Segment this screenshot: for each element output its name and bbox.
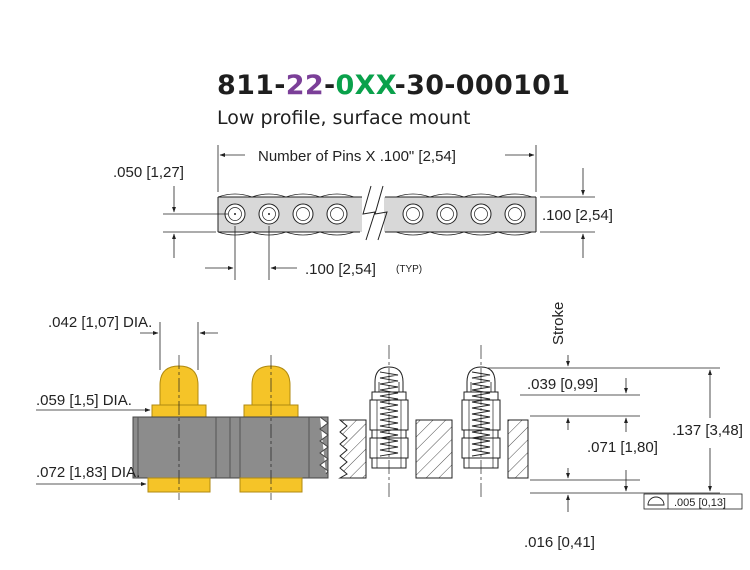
pin-circle bbox=[326, 203, 348, 225]
part-number-title: 811-22-0XX-30-000101 bbox=[217, 70, 570, 101]
dim-137-label: .137 [3,48] bbox=[672, 422, 743, 439]
title-prefix: 811- bbox=[217, 70, 286, 101]
title-count-code: 0XX bbox=[335, 70, 395, 101]
pin-circle bbox=[292, 203, 314, 225]
dim-050-label: .050 [1,27] bbox=[113, 164, 184, 181]
top-view: Number of Pins X .100" [2,54] .050 [1,27… bbox=[113, 145, 613, 280]
side-view-section: Stroke .039 [0,99] .071 [1,80] .137 [3,4… bbox=[338, 302, 743, 551]
title-pin-code: 22 bbox=[285, 70, 324, 101]
pin-circle bbox=[402, 203, 424, 225]
flatness-value: .005 [0,13] bbox=[674, 497, 726, 509]
dim-042-label: .042 [1,07] DIA. bbox=[48, 314, 152, 331]
flatness-tolerance-icon bbox=[647, 496, 665, 506]
dim-016-label: .016 [0,41] bbox=[524, 534, 595, 551]
pin-circle bbox=[504, 203, 526, 225]
dim-059-label: .059 [1,5] DIA. bbox=[36, 392, 132, 409]
pin-circle bbox=[258, 203, 280, 225]
dim-039-label: .039 [0,99] bbox=[527, 376, 598, 393]
pin-circle bbox=[470, 203, 492, 225]
strip-break-icon bbox=[362, 185, 376, 241]
flatness-frame bbox=[643, 493, 743, 510]
subtitle: Low profile, surface mount bbox=[217, 107, 471, 129]
dim-072-label: .072 [1,83] DIA. bbox=[36, 464, 140, 481]
stroke-label: Stroke bbox=[550, 302, 567, 345]
dim-pitch-label: .100 [2,54] bbox=[305, 261, 376, 278]
side-view-left: .042 [1,07] DIA. .059 [1,5] DIA. .072 [1… bbox=[36, 314, 329, 500]
dim-100-height-label: .100 [2,54] bbox=[542, 207, 613, 224]
num-pins-label: Number of Pins X .100" [2,54] bbox=[258, 148, 456, 165]
title-dash: - bbox=[323, 70, 336, 101]
typ-label: (TYP) bbox=[396, 264, 422, 275]
title-suffix: -30-000101 bbox=[394, 70, 571, 101]
pin-circle bbox=[436, 203, 458, 225]
dim-071-label: .071 [1,80] bbox=[587, 439, 658, 456]
